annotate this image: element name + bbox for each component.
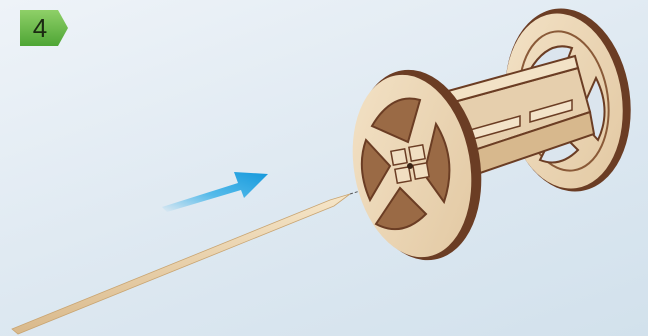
spool xyxy=(339,0,642,270)
toothpick xyxy=(12,185,380,334)
direction-arrow xyxy=(162,172,268,212)
